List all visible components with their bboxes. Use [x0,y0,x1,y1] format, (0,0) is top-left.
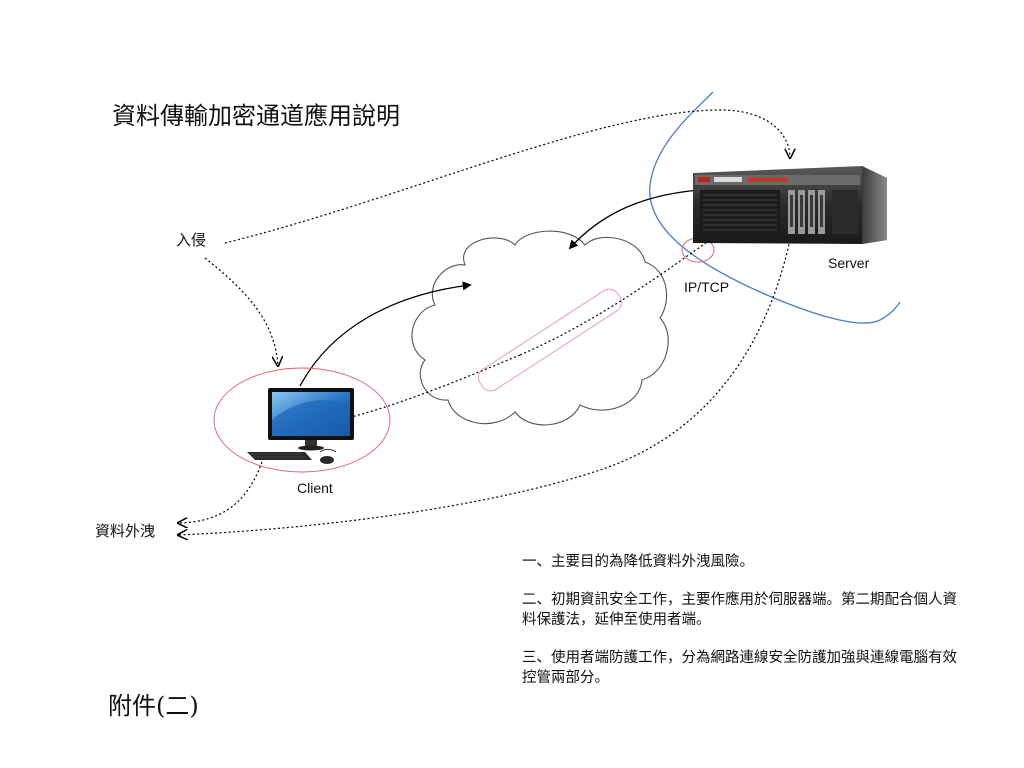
intrusion-to-server-arrow [224,109,790,244]
server-label: Server [828,255,870,271]
encrypted-tunnel [478,288,622,392]
data-leak-label: 資料外洩 [95,522,156,540]
tunnel-to-server-arrow [519,232,722,356]
note-item: 三、使用者端防護工作，分為網路連線安全防護加強與連線電腦有效控管兩部分。 [522,650,957,686]
client-label: Client [297,480,333,496]
client-to-cloud-arrow [299,281,472,387]
attachment-label: 附件(二) [108,692,199,720]
page-title: 資料傳輸加密通道應用說明 [112,102,400,130]
client-leak-arrow [178,461,263,523]
client-highlight [213,367,391,473]
server-leak-arrow [178,239,791,535]
note-item: 二、初期資訊安全工作，主要作應用於伺服器端。第二期配合個人資料保護法，延伸至使用… [522,592,957,628]
security-boundary-line [649,91,901,324]
server-icon [693,166,887,244]
intrusion-label: 入侵 [176,231,207,249]
server-to-cloud-arrow [568,189,701,250]
internet-cloud [411,230,669,426]
notes-section: 一、主要目的為降低資料外洩風險。 二、初期資訊安全工作，主要作應用於伺服器端。第… [522,552,962,706]
intrusion-to-client-arrow [204,257,278,366]
ip-tcp-label: IP/TCP [684,279,730,295]
note-item: 一、主要目的為降低資料外洩風險。 [522,554,754,570]
tunnel-to-client-arrow [338,354,521,423]
client-computer-icon [247,388,354,464]
